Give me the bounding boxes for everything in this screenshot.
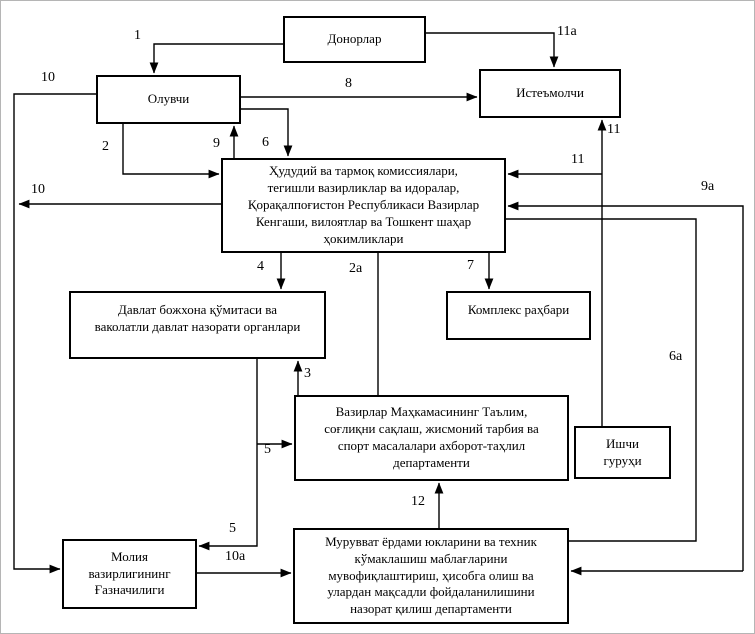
edge-label-11a: 11а — [557, 24, 577, 39]
edge-5-bojxona-to-moliya — [198, 359, 258, 551]
edge-11a-donors-to-istemolchi — [426, 32, 559, 68]
edge-label-2: 2 — [102, 139, 109, 154]
edge-label-4: 4 — [257, 259, 264, 274]
node-donors: Донорлар — [283, 16, 426, 63]
edge-label-11-upper: 11 — [607, 122, 621, 137]
edge-label-9a: 9а — [701, 179, 715, 194]
edge-label-10-mid: 10 — [31, 182, 45, 197]
edge-label-10a: 10а — [225, 549, 246, 564]
node-treasury: Молия вазирлигининг Ғазначилиги — [62, 539, 197, 609]
edge-label-5-upper: 5 — [264, 442, 271, 457]
edge-9a-right-to-central — [507, 201, 744, 571]
edge-1-donors-to-oluvchi — [149, 43, 283, 74]
edge-label-8: 8 — [345, 76, 352, 91]
edge-label-10-top: 10 — [41, 70, 55, 85]
edge-label-6: 6 — [262, 135, 269, 150]
edge-label-5-lower: 5 — [229, 521, 236, 536]
edge-10-oluvchi-to-moliya — [13, 93, 96, 574]
edge-label-11-lower: 11 — [571, 152, 585, 167]
edge-label-1: 1 — [134, 28, 141, 43]
node-complex-leader: Комплекс раҳбари — [446, 291, 591, 340]
node-istemolchi: Истеъмолчи — [479, 69, 621, 118]
edge-label-2a: 2а — [349, 261, 363, 276]
node-working-group: Ишчи гуруҳи — [574, 426, 671, 479]
edge-2-oluvchi-to-central — [122, 124, 220, 179]
node-aid-control-department: Мурувват ёрдами юкларини ва техник кўмак… — [293, 528, 569, 624]
edge-label-12: 12 — [411, 494, 425, 509]
node-customs-committee: Давлат божхона қўмитаси ва ваколатли дав… — [69, 291, 326, 359]
edge-label-9: 9 — [213, 136, 220, 151]
edge-6a-central-to-muruvvat — [506, 218, 697, 542]
node-central-commissions: Ҳудудий ва тармоқ комиссиялари, тегишли … — [221, 158, 506, 253]
node-oluvchi: Олувчи — [96, 75, 241, 124]
edge-label-6a: 6а — [669, 349, 683, 364]
edge-label-7: 7 — [467, 258, 474, 273]
edge-6-oluvchi-to-central — [241, 108, 293, 157]
edge-label-3: 3 — [304, 366, 311, 381]
node-cabinet-department: Вазирлар Маҳкамасининг Таълим, соғлиқни … — [294, 395, 569, 481]
